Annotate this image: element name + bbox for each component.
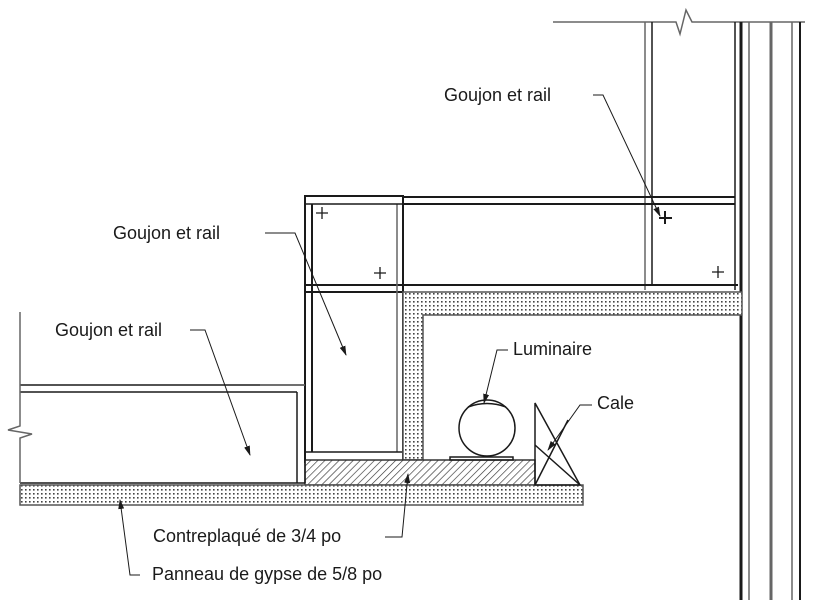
upper-joist [305, 22, 738, 293]
left-joist [7, 312, 306, 484]
label-luminaire: Luminaire [513, 339, 592, 359]
vertical-stud-box [304, 195, 404, 463]
leader-lines [118, 94, 661, 576]
label-gypsum: Panneau de gypse de 5/8 po [152, 564, 382, 584]
gypsum-board-bottom [19, 484, 584, 506]
label-stud-track-top: Goujon et rail [444, 85, 551, 105]
gypsum-soffit [402, 291, 743, 461]
shim [534, 402, 582, 486]
luminaire-fixture [449, 399, 516, 461]
screw-markers [316, 207, 724, 279]
exterior-wall [739, 22, 801, 600]
label-stud-track-left: Goujon et rail [55, 320, 162, 340]
break-line-top [553, 7, 805, 37]
plywood-layer [304, 459, 536, 486]
label-plywood: Contreplaqué de 3/4 po [153, 526, 341, 546]
label-shim: Cale [597, 393, 634, 413]
label-stud-track-middle: Goujon et rail [113, 223, 220, 243]
